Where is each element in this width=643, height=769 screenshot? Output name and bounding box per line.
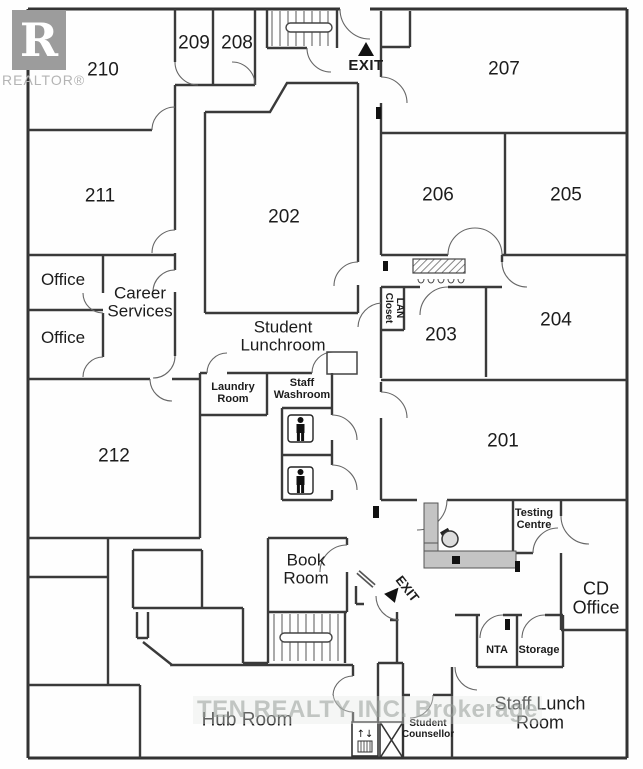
shaft-x-icon [379,721,404,759]
vestibule-jamb [356,570,376,588]
staircase-top-icon [271,11,333,46]
chair-icon [441,530,459,548]
staircase-bottom-icon [273,614,339,661]
realtor-logo-text: REALTOR® [2,72,86,88]
fire-equipment-marks [373,107,520,630]
reception-desk [423,502,517,569]
door-arcs [82,8,590,719]
exit-arrow-top-icon [358,42,374,56]
outer-walls [26,7,629,760]
realtor-logo-letter: R [19,13,59,67]
floor-opening [326,351,358,375]
washroom-male-icon [287,466,314,495]
brokerage-watermark: TEN REALTY INC. Brokerage [193,696,543,724]
exit-arrow-middle-icon [384,587,399,603]
elevator-icon: ↑↓ [351,721,379,757]
inner-walls [28,9,627,758]
lockers-icon [412,258,466,284]
realtor-logo: R [12,10,66,70]
svg-text:↑↓: ↑↓ [357,729,374,740]
washroom-male-icon [287,414,314,443]
